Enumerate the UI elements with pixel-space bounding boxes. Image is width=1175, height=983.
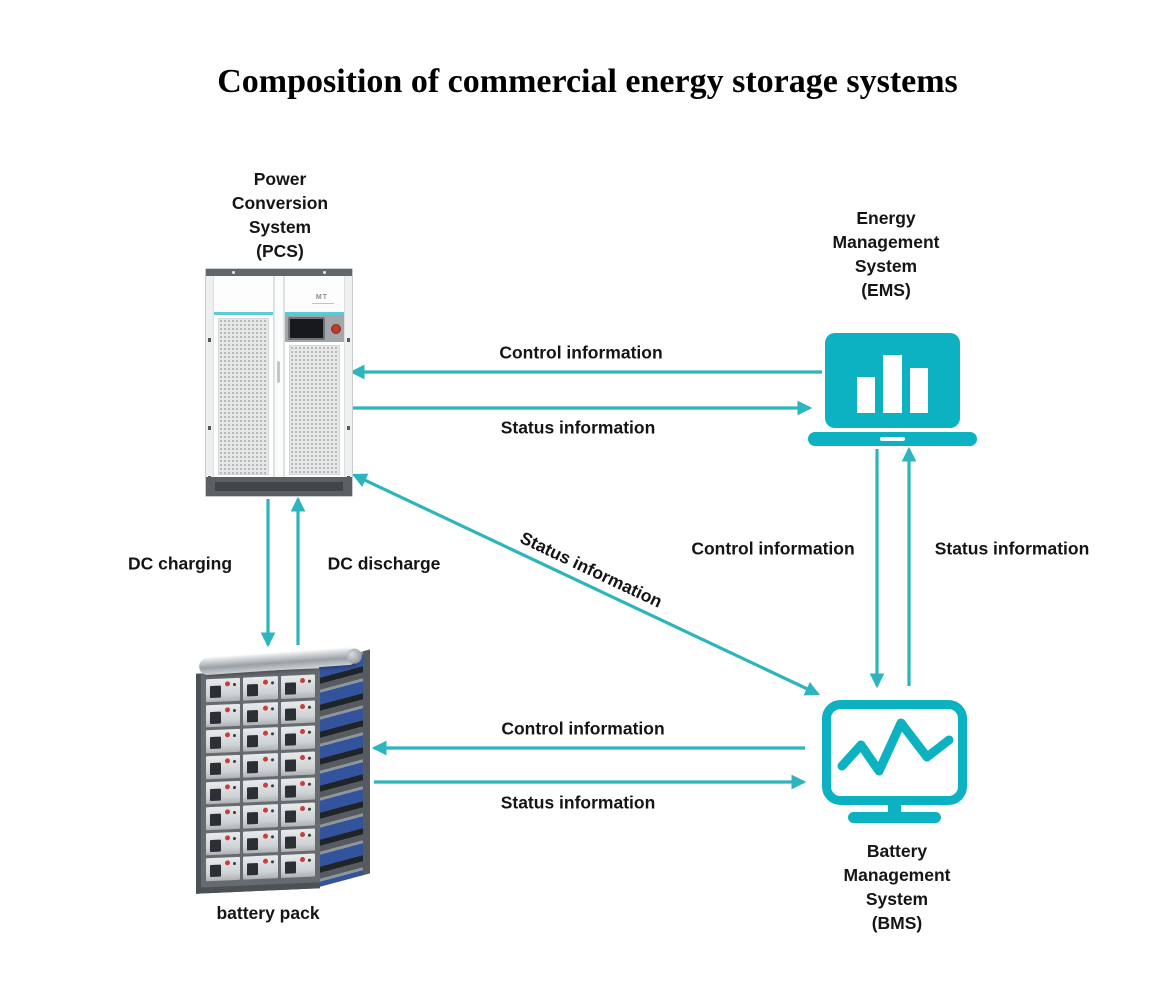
battery-module	[280, 674, 315, 699]
edge-label-control-bms-battery: Control information	[501, 718, 665, 739]
bms-label: Battery Management System (BMS)	[844, 839, 951, 935]
pcs-cabinet-base	[206, 477, 352, 496]
battery-module	[280, 751, 315, 776]
pcs-label-line: Conversion	[231, 193, 329, 213]
battery-module	[280, 828, 315, 853]
pcs-right-door-header: MT	[285, 276, 344, 315]
bms-label-line: (BMS)	[871, 913, 923, 933]
pcs-label-line: System	[248, 217, 312, 237]
battery-module	[280, 725, 315, 750]
pcs-cabinet-left-door	[213, 276, 274, 477]
battery-rack-side-panel	[319, 649, 370, 887]
pcs-label: Power Conversion System (PCS)	[232, 167, 328, 263]
battery-module	[206, 805, 241, 831]
battery-module	[206, 831, 241, 856]
bms-label-line: Battery	[866, 841, 928, 861]
battery-module	[280, 853, 315, 879]
pcs-left-door-vent	[218, 318, 269, 475]
battery-pack-image	[193, 646, 375, 900]
pcs-cabinet-top-bar	[206, 269, 352, 276]
edge-label-dc-discharge: DC discharge	[327, 553, 441, 574]
pcs-label-line: (PCS)	[256, 241, 304, 261]
battery-module	[243, 727, 278, 752]
ems-label: Energy Management System (EMS)	[833, 206, 940, 302]
battery-module	[243, 855, 278, 880]
pcs-door-handle	[277, 361, 280, 383]
edge-label-status-pcs-ems: Status information	[500, 417, 656, 438]
battery-module	[243, 676, 278, 701]
battery-module	[280, 777, 315, 802]
battery-module	[243, 701, 278, 726]
battery-module	[206, 780, 241, 805]
battery-module	[243, 829, 278, 855]
battery-module	[206, 729, 241, 754]
pcs-brand-logo: MT	[311, 294, 335, 304]
battery-rack-front	[196, 668, 320, 894]
edge-label-control-ems-pcs: Control information	[499, 342, 663, 363]
battery-module	[280, 700, 315, 725]
pcs-display-screen	[288, 317, 325, 340]
battery-module	[243, 804, 278, 829]
bms-label-line: Management	[843, 865, 951, 885]
bms-label-line: System	[865, 889, 929, 909]
pcs-cabinet-right-rail	[345, 276, 352, 477]
battery-module	[243, 778, 278, 803]
battery-module	[280, 802, 315, 827]
battery-module	[206, 677, 241, 702]
edge-label-dc-charging: DC charging	[127, 553, 233, 574]
ems-label-line: System	[854, 256, 918, 276]
laptop-chart-icon	[808, 333, 977, 446]
battery-pack-label: battery pack	[216, 903, 320, 923]
pcs-right-door-vent	[289, 345, 340, 475]
battery-module	[206, 703, 241, 728]
diagram-title: Composition of commercial energy storage…	[217, 63, 958, 100]
battery-module	[206, 857, 241, 882]
pcs-label-line: Power	[253, 169, 307, 189]
ems-label-line: (EMS)	[861, 280, 911, 300]
pcs-cabinet-right-door: MT	[284, 276, 345, 477]
battery-module	[243, 753, 278, 778]
edge-label-status-bms-ems: Status information	[934, 538, 1090, 559]
pcs-left-door-header	[214, 276, 273, 315]
pcs-cabinet-image: MT	[205, 268, 353, 497]
edge-label-status-battery-bms: Status information	[500, 792, 656, 813]
pcs-emergency-button	[331, 323, 341, 334]
battery-module	[206, 754, 241, 779]
pcs-control-panel	[285, 315, 344, 342]
edge-label-control-ems-bms: Control information	[691, 538, 855, 559]
pcs-cabinet-left-rail	[206, 276, 213, 477]
ems-label-line: Energy	[856, 208, 916, 228]
pcs-cabinet-divider	[274, 276, 284, 477]
ems-label-line: Management	[832, 232, 940, 252]
monitor-waveform-icon	[822, 700, 967, 823]
